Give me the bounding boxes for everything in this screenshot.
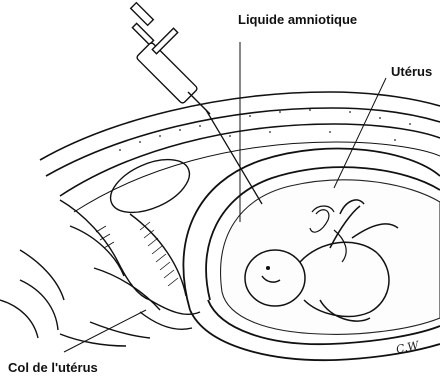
pointer-uterus (334, 78, 386, 188)
cervix (60, 300, 200, 346)
needle (206, 110, 262, 204)
syringe (131, 3, 210, 114)
label-cervix: Col de l'utérus (8, 360, 98, 375)
label-amniotic-fluid: Liquide amniotique (238, 12, 357, 27)
muscle-hatching (96, 222, 178, 286)
pointer-cervix (64, 310, 146, 352)
label-uterus: Utérus (391, 64, 432, 79)
